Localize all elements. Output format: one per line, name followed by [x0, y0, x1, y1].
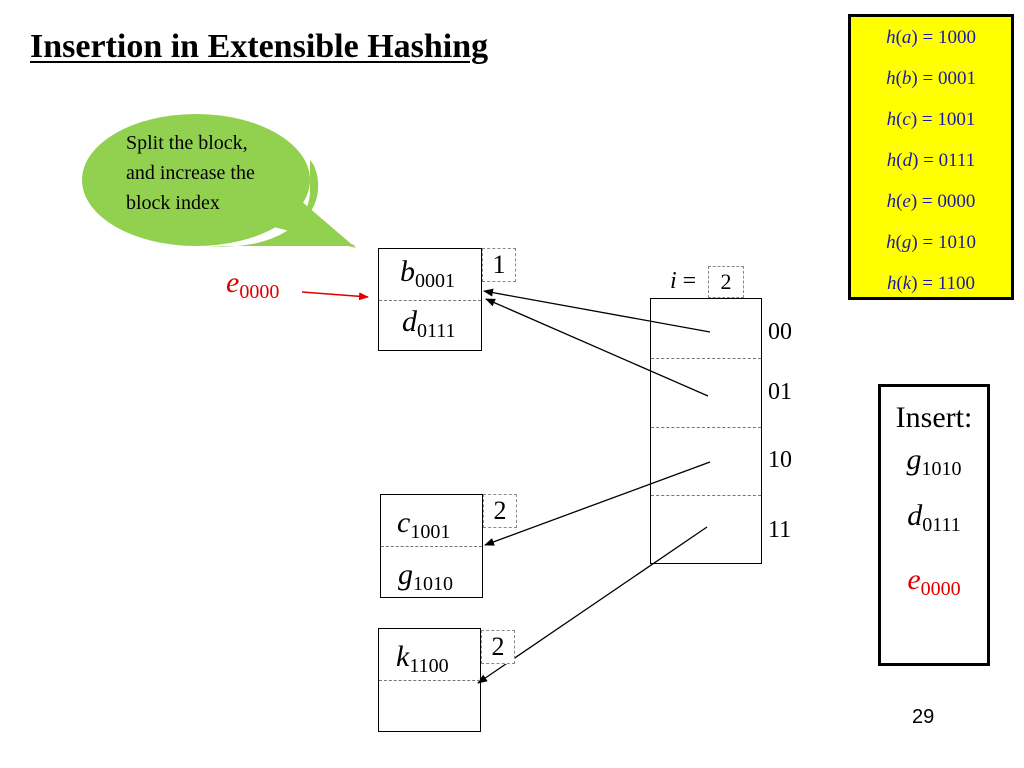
- bucket-record: k1100: [396, 640, 449, 677]
- callout-text: Split the block, and increase the block …: [126, 128, 306, 218]
- directory-entry-label: 00: [768, 319, 792, 345]
- pointer-11: [477, 526, 708, 684]
- directory-entry-label: 01: [768, 379, 792, 405]
- hash-row: h(e) = 0000: [886, 191, 976, 212]
- directory-table: [650, 298, 762, 564]
- hash-row: h(c) = 1001: [886, 109, 976, 130]
- hash-row: h(g) = 1010: [886, 232, 976, 253]
- incoming-record: e0000: [226, 266, 280, 303]
- directory-entry-label: 10: [768, 447, 792, 473]
- directory-divider: [651, 495, 761, 496]
- hash-row: h(d) = 0111: [886, 150, 976, 171]
- bucket-record: b0001: [400, 255, 455, 292]
- insert-panel: Insert: g1010 d0111 e0000: [878, 384, 990, 666]
- hash-row: h(b) = 0001: [886, 68, 976, 89]
- incoming-arrow: [301, 291, 369, 301]
- hash-row: h(a) = 1000: [886, 27, 976, 48]
- hash-row: h(k) = 1100: [886, 273, 976, 294]
- callout-line: and increase the: [126, 162, 255, 184]
- bucket-1: [378, 248, 482, 351]
- bucket-slot: [381, 495, 482, 547]
- page-number: 29: [912, 706, 935, 728]
- directory-divider: [651, 427, 761, 428]
- speech-bubble-body: [82, 114, 310, 246]
- bucket-record: g1010: [398, 558, 453, 595]
- bucket-slot: [379, 629, 480, 681]
- directory-entry-label: 11: [768, 517, 792, 543]
- bucket-slot: [379, 249, 481, 301]
- insert-item: g1010: [906, 443, 962, 480]
- bucket-record: c1001: [397, 506, 451, 543]
- pointer-01: [485, 298, 709, 397]
- callout-line: block index: [126, 192, 220, 214]
- local-depth-badge: 1: [482, 248, 516, 282]
- directory-divider: [651, 358, 761, 359]
- global-depth-value: 2: [708, 266, 744, 298]
- pointer-10: [484, 461, 711, 546]
- speech-bubble-tail: [270, 200, 356, 248]
- pointer-00: [483, 288, 711, 333]
- insert-title: Insert:: [895, 401, 973, 434]
- callout-line: Split the block,: [126, 132, 248, 154]
- global-depth-label: i =: [670, 268, 697, 294]
- insert-item: e0000: [907, 563, 961, 600]
- bucket-record: d0111: [402, 305, 456, 342]
- local-depth-badge: 2: [481, 630, 515, 664]
- bucket-2: [380, 494, 483, 598]
- slide-title: Insertion in Extensible Hashing: [30, 28, 489, 65]
- local-depth-badge: 2: [483, 494, 517, 528]
- hash-values-panel: h(a) = 1000 h(b) = 0001 h(c) = 1001 h(d)…: [848, 14, 1014, 300]
- bucket-3: [378, 628, 481, 732]
- insert-item: d0111: [907, 499, 961, 536]
